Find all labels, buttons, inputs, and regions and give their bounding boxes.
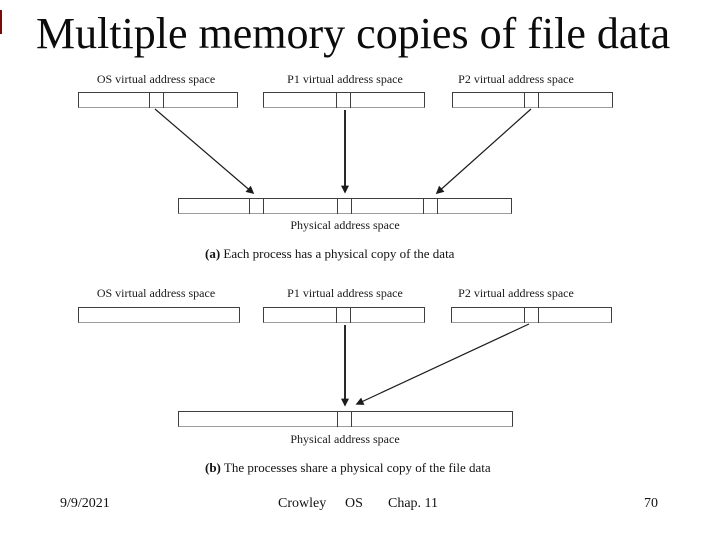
slide-edge-accent [0,10,2,34]
arrow-os-to-physical-a [154,108,255,195]
os-virtual-bar-b [78,307,240,323]
label-os-virtual-space-a: OS virtual address space [96,72,216,86]
p1-virtual-bar-a [263,92,425,108]
caption-b: (b) The processes share a physical copy … [205,460,491,476]
page-title: Multiple memory copies of file data [36,9,671,58]
label-p2-virtual-space-b: P2 virtual address space [458,286,574,300]
os-virtual-bar-a [78,92,238,108]
arrow-p2-to-physical-b [355,323,530,405]
arrow-p2-to-physical-a [435,108,532,195]
footer-course: OS [345,496,363,511]
footer-page-number: 70 [644,496,658,511]
p2-virtual-bar-b [451,307,612,323]
physical-bar-b [178,411,513,427]
p1-virtual-bar-b [263,307,425,323]
caption-a-prefix: (a) [205,246,221,261]
physical-bar-a [178,198,512,214]
p2-virtual-bar-a [452,92,613,108]
label-physical-space-a: Physical address space [290,218,400,232]
file-page-cell [149,92,164,108]
caption-a: (a) Each process has a physical copy of … [205,246,454,262]
label-physical-space-b: Physical address space [290,432,400,446]
file-page-cell [336,307,351,323]
file-page-cell [336,92,351,108]
file-page-cell [423,198,438,214]
file-page-cell [337,411,352,427]
file-page-cell [524,307,539,323]
caption-b-text: The processes share a physical copy of t… [220,460,491,475]
label-os-virtual-space-b: OS virtual address space [96,286,216,300]
caption-a-text: Each process has a physical copy of the … [220,246,455,261]
label-p1-virtual-space-a: P1 virtual address space [287,72,403,86]
caption-b-prefix: (b) [205,460,221,475]
footer-chapter: Chap. 11 [388,496,439,511]
footer-date: 9/9/2021 [60,496,110,511]
label-p1-virtual-space-b: P1 virtual address space [287,286,403,300]
footer-author: Crowley [278,496,327,511]
label-p2-virtual-space-a: P2 virtual address space [458,72,574,86]
file-page-cell [524,92,539,108]
file-page-cell [249,198,264,214]
file-page-cell [337,198,352,214]
